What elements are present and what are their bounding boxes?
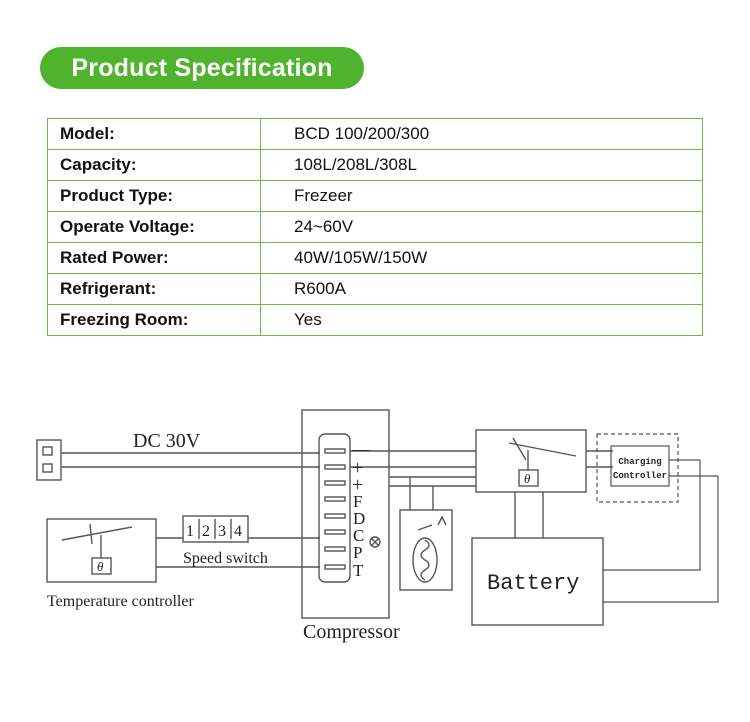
- spec-value-rated-power: 40W/105W/150W: [260, 242, 703, 274]
- terminal-label-c: C: [353, 526, 364, 545]
- relay-theta-box: [518, 469, 539, 487]
- spec-label-capacity: Capacity:: [47, 149, 261, 181]
- temperature-controller-theta-box: [91, 557, 112, 575]
- battery-label: Battery: [487, 571, 579, 596]
- spec-label-model: Model:: [47, 118, 261, 150]
- relay-theta: θ: [524, 471, 531, 486]
- charging-controller-outer: [596, 433, 679, 503]
- terminal-label-plus-1: +: [352, 457, 363, 479]
- table-row: Operate Voltage: 24~60V: [47, 211, 703, 243]
- spec-label-operate-voltage: Operate Voltage:: [47, 211, 261, 243]
- speed-switch-label: Speed switch: [183, 550, 268, 567]
- fan-unit-box: [399, 509, 453, 591]
- dc-voltage-label: DC 30V: [133, 430, 201, 452]
- battery-box: [471, 537, 604, 626]
- charging-controller-label-line2: Controller: [613, 471, 667, 481]
- table-row: Refrigerant: R600A: [47, 273, 703, 305]
- spec-label-product-type: Product Type:: [47, 180, 261, 212]
- temperature-controller-box: [46, 518, 157, 583]
- section-title: Product Specification: [71, 54, 333, 82]
- relay-unit-box: [475, 429, 587, 493]
- spec-label-rated-power: Rated Power:: [47, 242, 261, 274]
- wiring-diagram: DC 30V 1 2 3 4 Speed switch θ Temperatur…: [36, 409, 719, 643]
- table-row: Freezing Room: Yes: [47, 304, 703, 336]
- table-row: Model: BCD 100/200/300: [47, 118, 703, 150]
- terminal-label-t: T: [353, 561, 364, 580]
- spec-label-freezing-room: Freezing Room:: [47, 304, 261, 336]
- spec-label-refrigerant: Refrigerant:: [47, 273, 261, 305]
- compressor-terminal-strip: [318, 433, 351, 583]
- speed-switch-box: [182, 515, 249, 543]
- temperature-controller-theta: θ: [97, 559, 104, 574]
- terminal-label-minus: —: [351, 439, 371, 459]
- section-title-banner: Product Specification: [40, 47, 364, 89]
- table-row: Rated Power: 40W/105W/150W: [47, 242, 703, 274]
- spec-table: Model: BCD 100/200/300 Capacity: 108L/20…: [47, 118, 703, 336]
- temperature-controller-label: Temperature controller: [47, 593, 194, 610]
- speed-switch-digit-2: 2: [202, 523, 210, 540]
- terminal-label-d: D: [353, 509, 365, 528]
- speed-switch-digit-4: 4: [234, 523, 242, 540]
- terminal-label-p: P: [353, 543, 362, 562]
- charging-controller-label-line1: Charging: [618, 457, 661, 467]
- terminal-label-f: F: [353, 492, 362, 511]
- dc-plug-pin-top: [42, 446, 53, 456]
- spec-value-product-type: Frezeer: [260, 180, 703, 212]
- speed-switch-digit-3: 3: [218, 523, 226, 540]
- spec-value-operate-voltage: 24~60V: [260, 211, 703, 243]
- spec-value-capacity: 108L/208L/308L: [260, 149, 703, 181]
- terminal-label-plus-2: +: [352, 474, 363, 496]
- table-row: Product Type: Frezeer: [47, 180, 703, 212]
- compressor-label: Compressor: [303, 621, 400, 643]
- dc-plug: [36, 439, 62, 481]
- spec-value-refrigerant: R600A: [260, 273, 703, 305]
- compressor-box: [301, 409, 390, 619]
- charging-controller-inner: [610, 445, 670, 487]
- speed-switch-digit-1: 1: [186, 523, 194, 540]
- dc-plug-pin-bottom: [42, 463, 53, 473]
- table-row: Capacity: 108L/208L/308L: [47, 149, 703, 181]
- spec-value-freezing-room: Yes: [260, 304, 703, 336]
- compressor-indicator-icon: [369, 536, 381, 548]
- spec-value-model: BCD 100/200/300: [260, 118, 703, 150]
